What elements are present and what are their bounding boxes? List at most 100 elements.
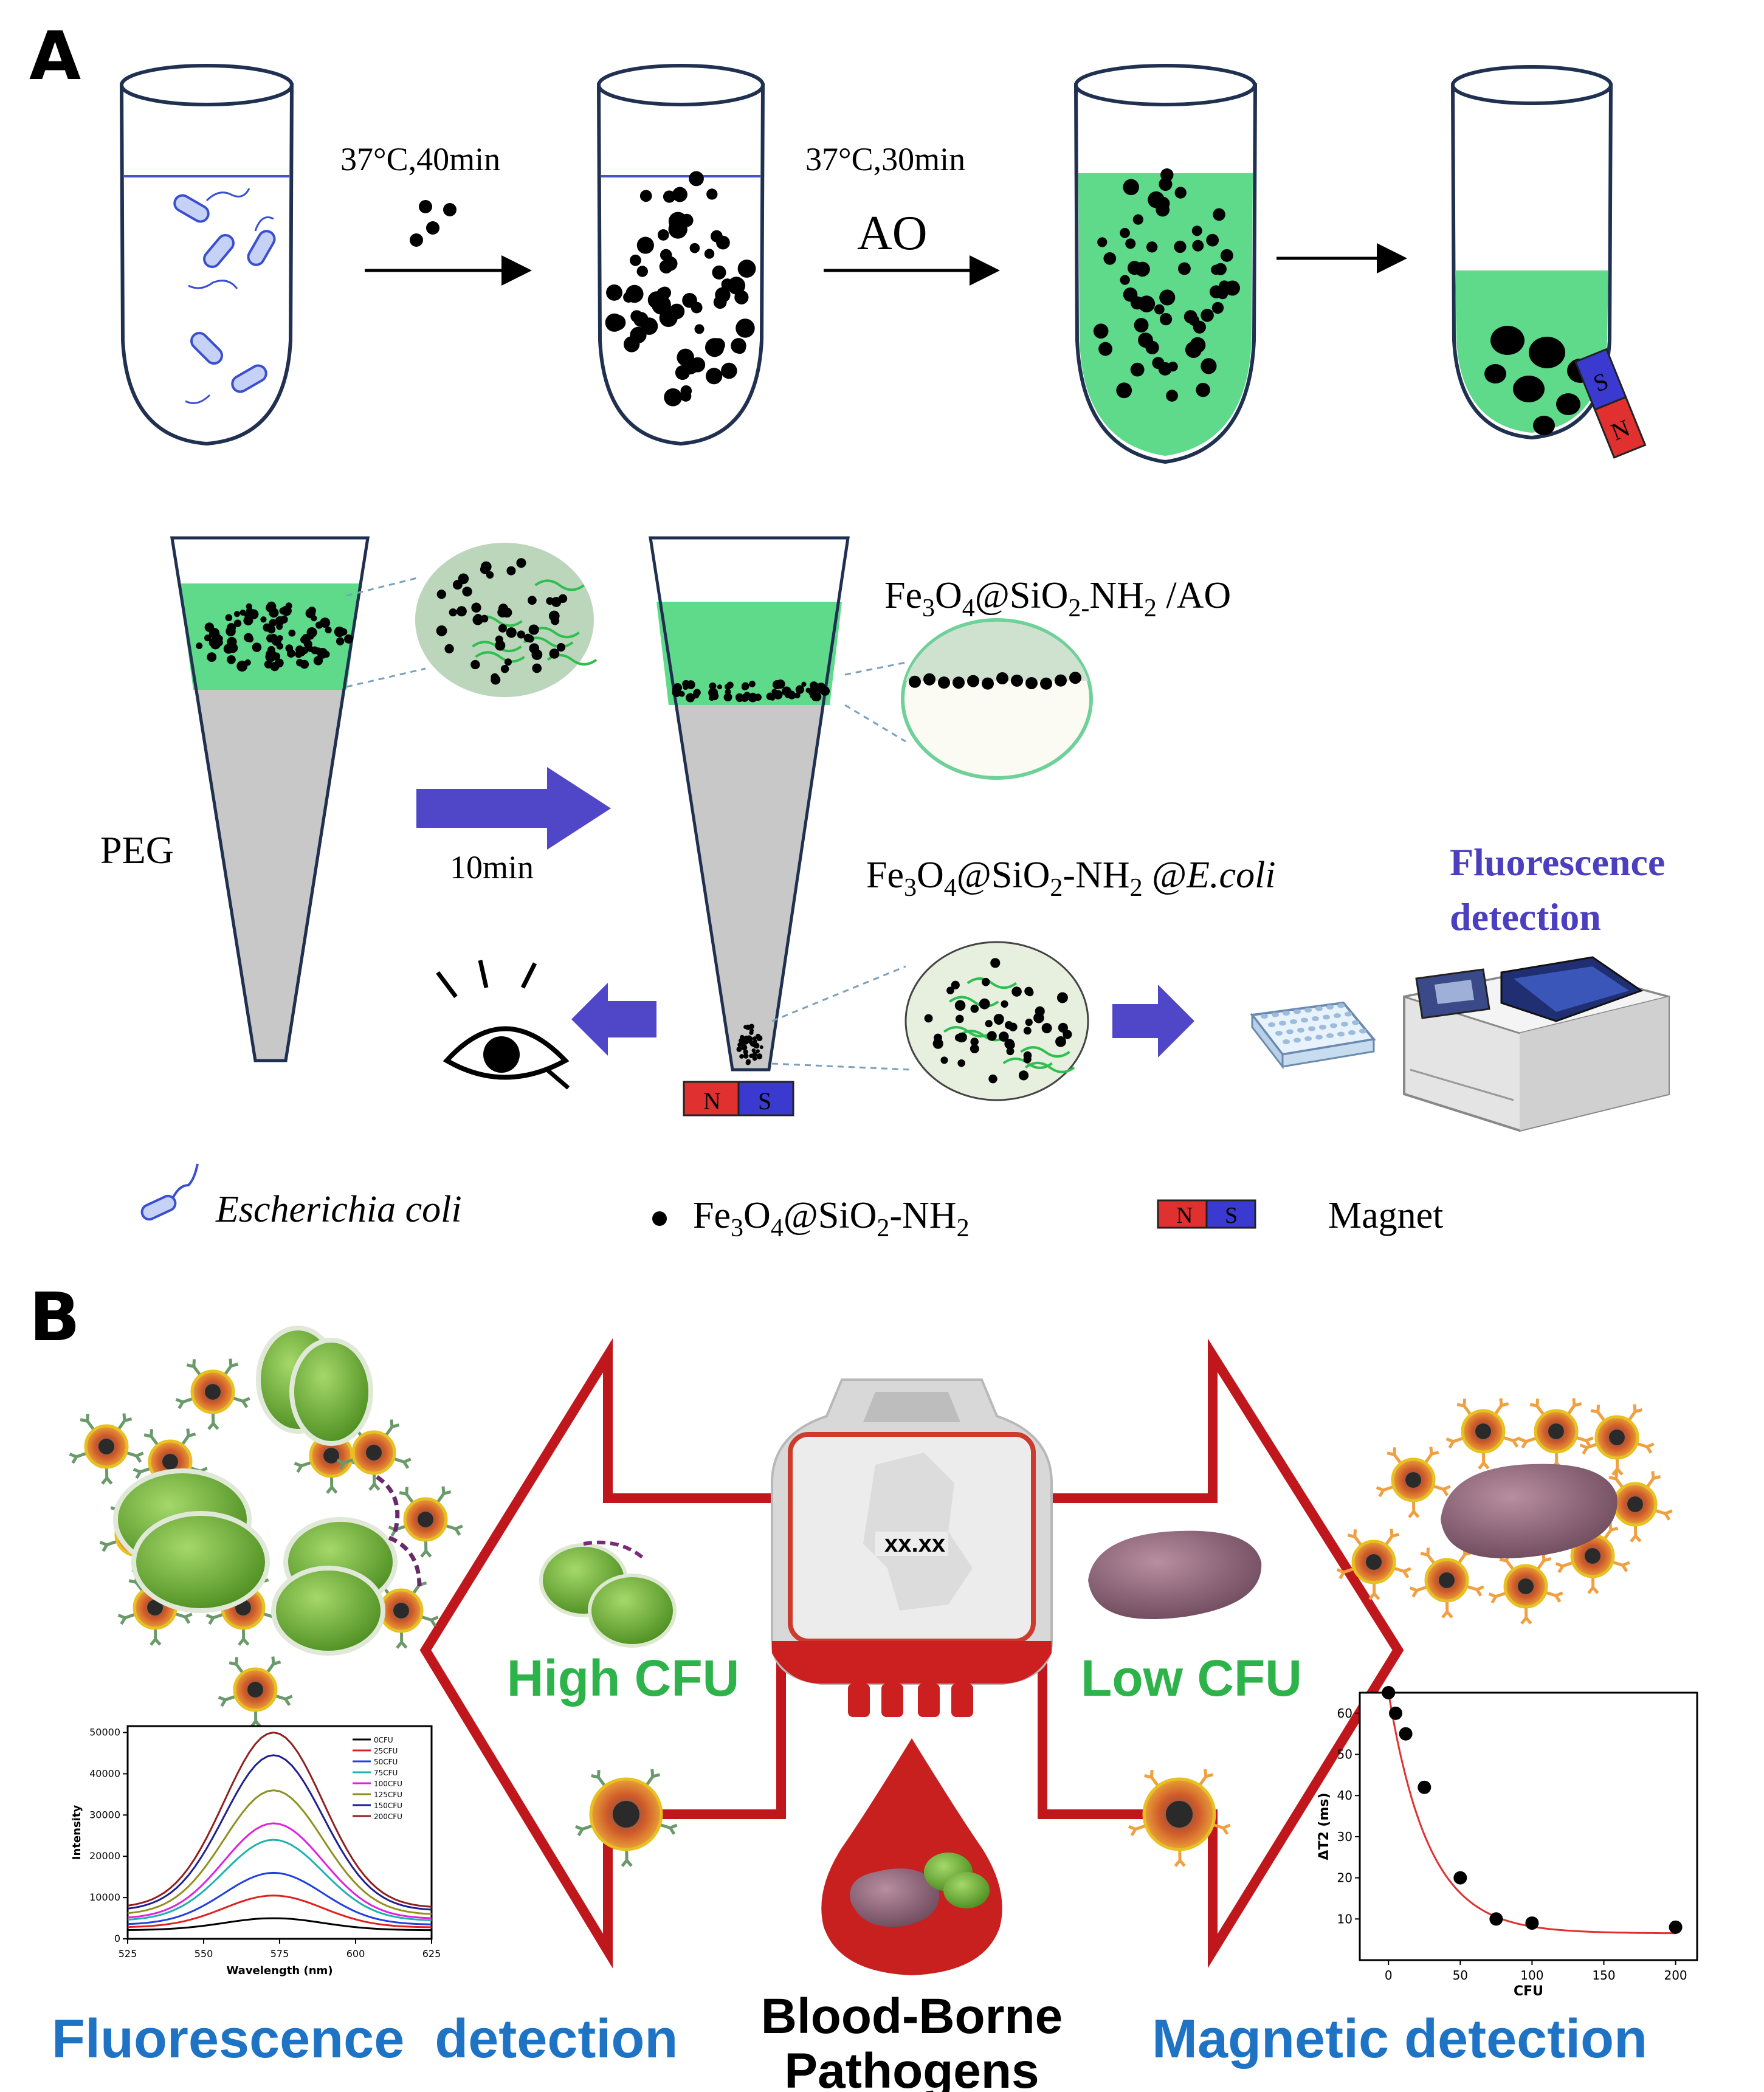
time-label: 10min [450, 849, 534, 886]
particle [924, 1014, 933, 1023]
particle [743, 1039, 749, 1045]
particle [531, 649, 543, 660]
cone-peg-separated: N S [649, 536, 850, 1117]
particle [495, 635, 503, 644]
plate-well [1286, 1029, 1294, 1034]
particle [323, 650, 330, 658]
particle [810, 693, 815, 699]
particle [260, 616, 267, 623]
y-tick-label: 10000 [89, 1891, 120, 1903]
particle [436, 590, 446, 599]
particle [288, 629, 296, 637]
particle [759, 1045, 763, 1050]
particle [711, 338, 725, 352]
particle [266, 601, 277, 611]
particle [1130, 296, 1144, 310]
bacteria-strand [475, 651, 525, 663]
particle [754, 693, 762, 701]
plate-well [1326, 1005, 1334, 1010]
particle [1033, 1012, 1044, 1024]
data-point [1525, 1916, 1539, 1930]
plate-well [1352, 1020, 1359, 1025]
particle [923, 673, 935, 686]
particle [693, 689, 701, 697]
fluorescence-reader-icon [1403, 956, 1670, 1132]
x-tick-label: 200 [1664, 1968, 1687, 1983]
particle [526, 635, 534, 643]
particle [970, 1044, 979, 1054]
particle [737, 1042, 742, 1047]
particle [932, 1038, 943, 1049]
plate-well [1348, 1030, 1356, 1035]
series-line [127, 1917, 432, 1932]
particle [704, 249, 715, 259]
particle [1023, 1027, 1032, 1035]
particle [1004, 1039, 1015, 1049]
legend-entry: 150CFU [374, 1801, 402, 1810]
particle [691, 301, 703, 314]
particle [752, 1051, 758, 1057]
particle [301, 633, 311, 643]
x-tick-label: 0 [1385, 1968, 1393, 1983]
particle [471, 602, 481, 613]
particle [677, 348, 695, 366]
y-tick-label: 40000 [89, 1767, 120, 1779]
x-axis-label: CFU [1514, 1984, 1543, 1999]
particle [970, 1037, 979, 1046]
particle [246, 603, 252, 610]
particle [462, 587, 472, 597]
particle [749, 680, 756, 687]
particle [909, 675, 921, 688]
plate-well [1315, 1034, 1323, 1040]
particle [606, 284, 622, 301]
particle [1193, 320, 1206, 334]
particle [1116, 382, 1132, 399]
particle [1008, 1022, 1018, 1031]
particle [267, 625, 276, 634]
particle [712, 265, 726, 280]
particle [1056, 992, 1068, 1003]
particle [233, 611, 240, 618]
particle [694, 324, 705, 334]
particle [723, 693, 732, 701]
lower-callout-label: Fe3O4@SiO2-NH2 @E.coli [866, 855, 1276, 902]
particle [1025, 676, 1038, 689]
particle [990, 958, 1001, 968]
particle [795, 685, 805, 694]
nanoparticle-icon [1336, 1529, 1411, 1600]
plate-well [1312, 1016, 1319, 1021]
particle [340, 628, 348, 636]
particle [1159, 289, 1176, 306]
legend-particle-icon [652, 1211, 667, 1226]
visual-readout [436, 960, 656, 1090]
particle [1040, 677, 1052, 690]
particle [528, 624, 539, 635]
purple-cell-large [1441, 1464, 1618, 1558]
particle [749, 696, 755, 701]
particle [982, 677, 994, 690]
particle [686, 693, 695, 703]
particle [549, 649, 560, 659]
particle [486, 571, 494, 579]
particle [444, 644, 454, 654]
particle [474, 613, 483, 622]
tube-bacteria-particles [596, 64, 765, 446]
purple-bacteria-icon [1088, 1530, 1262, 1619]
particle [630, 326, 647, 343]
y-tick-label: 10 [1337, 1911, 1352, 1926]
data-point [1382, 1686, 1396, 1699]
particle [247, 636, 254, 643]
particle [672, 688, 681, 697]
data-point [1489, 1912, 1503, 1926]
particle [1152, 357, 1165, 370]
particle [956, 1033, 966, 1043]
x-tick-label: 50 [1453, 1968, 1468, 1983]
legend-magnet-label: Magnet [1328, 1195, 1443, 1236]
particle [252, 642, 262, 652]
arrow-step-1: 37°C,40min [340, 141, 532, 286]
particle [452, 580, 463, 590]
x-tick-label: 625 [422, 1948, 441, 1960]
legend-panel-a: Escherichia coli Fe3O4@SiO2-NH2 N S Magn… [140, 1163, 1443, 1242]
particle [270, 634, 278, 642]
